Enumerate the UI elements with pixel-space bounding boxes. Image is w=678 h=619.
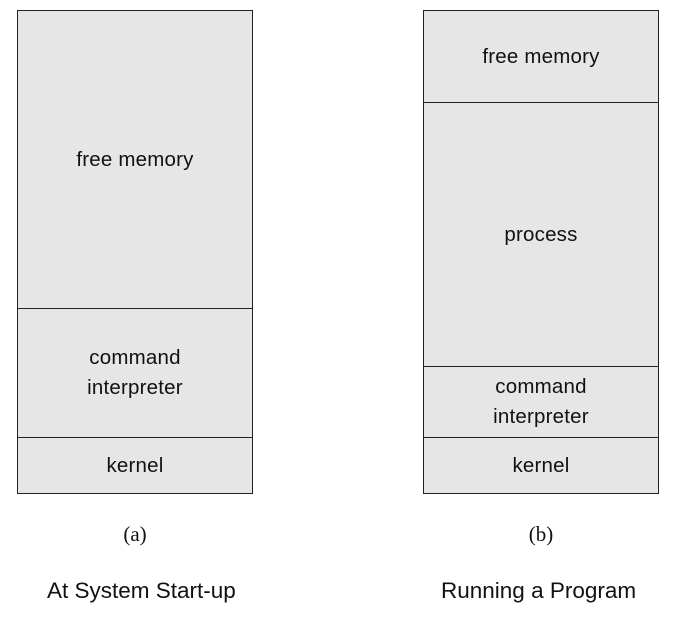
memory-stack-startup: free memory command interpreter kernel bbox=[17, 10, 253, 494]
panel-title-running: Running a Program bbox=[441, 578, 637, 603]
panel-letter-b: (b) bbox=[528, 522, 554, 546]
region-free-memory: free memory bbox=[76, 147, 194, 171]
region-kernel: kernel bbox=[424, 437, 658, 493]
region-kernel: kernel bbox=[18, 437, 252, 493]
region-free-memory: free memory bbox=[482, 44, 600, 68]
region-command-interpreter: command interpreter bbox=[18, 308, 252, 437]
memory-stack-running: free memory process command interpreter … bbox=[423, 10, 659, 494]
region-process: process bbox=[424, 102, 658, 366]
panel-letter-a: (a) bbox=[123, 522, 147, 546]
region-command-interpreter: command interpreter bbox=[424, 366, 658, 437]
panel-title-startup: At System Start-up bbox=[47, 578, 236, 603]
